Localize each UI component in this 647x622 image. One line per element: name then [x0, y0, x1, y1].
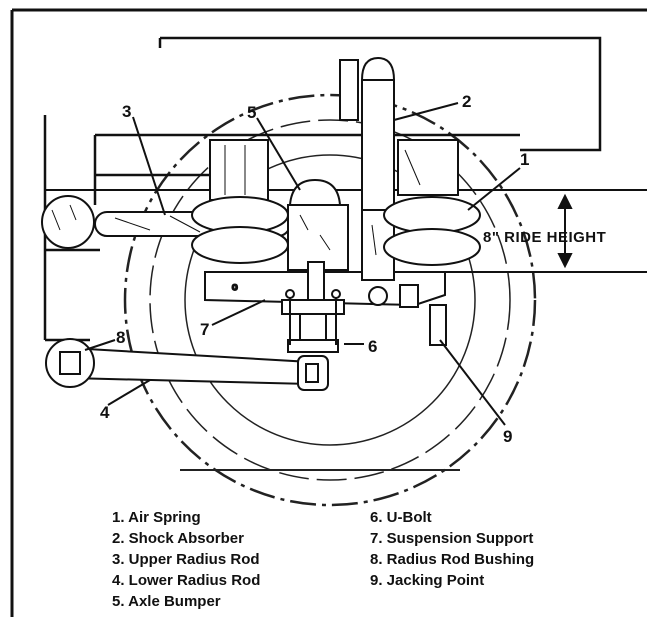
- ride-height-arrow: [557, 193, 573, 269]
- legend: 1. Air Spring 2. Shock Absorber 3. Upper…: [112, 509, 534, 610]
- svg-text:o: o: [232, 282, 238, 293]
- air-spring-right: [383, 139, 481, 266]
- legend-item-9: 9. Jacking Point: [370, 572, 484, 589]
- callout-9: 9: [503, 427, 512, 446]
- callout-5: 5: [247, 103, 256, 122]
- frame-border: [10, 8, 647, 617]
- legend-item-4: 4. Lower Radius Rod: [112, 572, 260, 589]
- callout-7: 7: [200, 320, 209, 339]
- legend-item-1: 1. Air Spring: [112, 509, 201, 526]
- legend-item-6: 6. U-Bolt: [370, 509, 432, 526]
- callout-4: 4: [100, 403, 110, 422]
- lower-radius-rod: [45, 338, 329, 391]
- callout-2: 2: [462, 92, 471, 111]
- ride-height-label: 8" RIDE HEIGHT: [483, 229, 606, 246]
- callout-3: 3: [122, 102, 131, 121]
- callout-8: 8: [116, 328, 125, 347]
- callout-6: 6: [368, 337, 377, 356]
- legend-item-5: 5. Axle Bumper: [112, 593, 221, 610]
- wheel-outline: [123, 93, 537, 507]
- legend-item-8: 8. Radius Rod Bushing: [370, 551, 534, 568]
- axle-bumper: [287, 178, 349, 271]
- air-spring-left: [191, 139, 289, 264]
- legend-item-2: 2. Shock Absorber: [112, 530, 244, 547]
- legend-item-3: 3. Upper Radius Rod: [112, 551, 260, 568]
- u-bolt: [281, 289, 345, 353]
- frame-bracket: [41, 195, 95, 249]
- jacking-point: [399, 284, 447, 346]
- callout-1: 1: [520, 150, 529, 169]
- callout-numbers: 1 2 3 4 5 6 7 8 9: [100, 92, 529, 446]
- leader-lines: [84, 102, 521, 426]
- legend-item-7: 7. Suspension Support: [370, 530, 533, 547]
